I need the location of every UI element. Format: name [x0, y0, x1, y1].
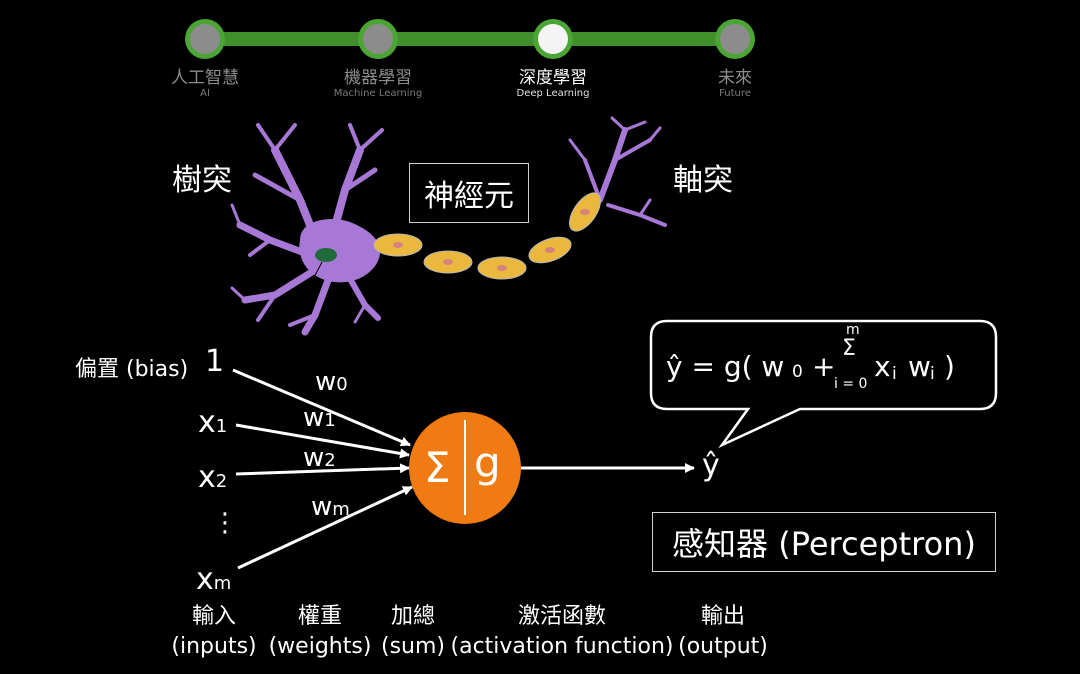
formula-bubble [649, 319, 998, 449]
formula-sigma: Σ [842, 336, 856, 361]
timeline-label-deep-learning: 深度學習 [519, 68, 587, 88]
timeline-node-deep-learning[interactable] [533, 19, 573, 59]
formula-w: w [908, 350, 931, 383]
neuron-title-box: 神經元 [409, 163, 529, 223]
timeline-node-ai[interactable] [185, 19, 225, 59]
timeline-label-ai: 人工智慧 [171, 68, 239, 88]
perceptron-title-box: 感知器 (Perceptron) [652, 512, 996, 572]
bias-value: 1 [205, 344, 225, 379]
timeline-node-future[interactable] [715, 19, 755, 59]
formula: ŷ = g( w 0 + m Σ i = 0 x i w i ) [666, 322, 986, 400]
label-inputs-en: (inputs) [171, 634, 257, 659]
formula-x: x [874, 350, 891, 383]
weight-w1: w1 [303, 403, 336, 433]
label-activation-en: (activation function) [450, 634, 674, 659]
neuron-title: 神經元 [424, 179, 514, 214]
timeline-sublabel-ai: AI [200, 88, 210, 99]
label-inputs-zh: 輸入 [191, 604, 237, 629]
input-x2: x2 [198, 460, 228, 495]
timeline-label-future: 未來 [718, 68, 752, 88]
label-activation-zh: 激活函數 [517, 604, 607, 629]
bias-label: 偏置 (bias) [75, 357, 189, 382]
timeline-node-machine-learning[interactable] [358, 19, 398, 59]
activation-symbol: g [474, 438, 501, 487]
label-sum-zh: 加總 [390, 604, 436, 629]
formula-sigma-upper: m [846, 322, 860, 338]
label-output-zh: 輸出 [700, 604, 746, 629]
timeline-label-machine-learning: 機器學習 [344, 68, 412, 88]
dendrite-label: 樹突 [172, 163, 232, 198]
formula-x-sub: i [892, 364, 897, 384]
axon-label: 軸突 [673, 163, 733, 198]
timeline-sublabel-machine-learning: Machine Learning [333, 88, 423, 99]
edge-xm [237, 485, 413, 570]
sum-symbol: Σ [424, 443, 451, 492]
weight-w0: w0 [315, 367, 348, 397]
label-output-en: (output) [678, 634, 768, 659]
label-weights-zh: 權重 [297, 604, 343, 629]
nucleus [315, 248, 337, 262]
output-y-hat: ŷ [702, 448, 720, 483]
formula-w-sub: i [930, 364, 935, 384]
edge-bias [232, 368, 411, 447]
timeline-track [205, 32, 735, 46]
nucleus-pointer [309, 261, 323, 286]
formula-w0-sub: 0 [792, 362, 803, 382]
timeline-sublabel-future: Future [719, 88, 751, 99]
input-xm: xm [196, 562, 232, 597]
label-sum-en: (sum) [380, 634, 446, 659]
weight-w2: w2 [303, 443, 336, 473]
input-x1: x1 [198, 405, 228, 440]
input-ellipsis: ⋮ [212, 508, 238, 538]
formula-close: ) [944, 350, 955, 383]
label-weights-en: (weights) [268, 634, 372, 659]
perceptron-title: 感知器 (Perceptron) [672, 525, 976, 563]
weight-wm: wm [311, 492, 350, 522]
edge-x2 [235, 463, 410, 476]
formula-plus: + [812, 350, 836, 383]
formula-sigma-lower: i = 0 [834, 376, 868, 392]
timeline-sublabel-deep-learning: Deep Learning [516, 88, 590, 99]
edge-x1 [235, 423, 410, 459]
formula-lhs: ŷ = g( w [666, 350, 785, 383]
